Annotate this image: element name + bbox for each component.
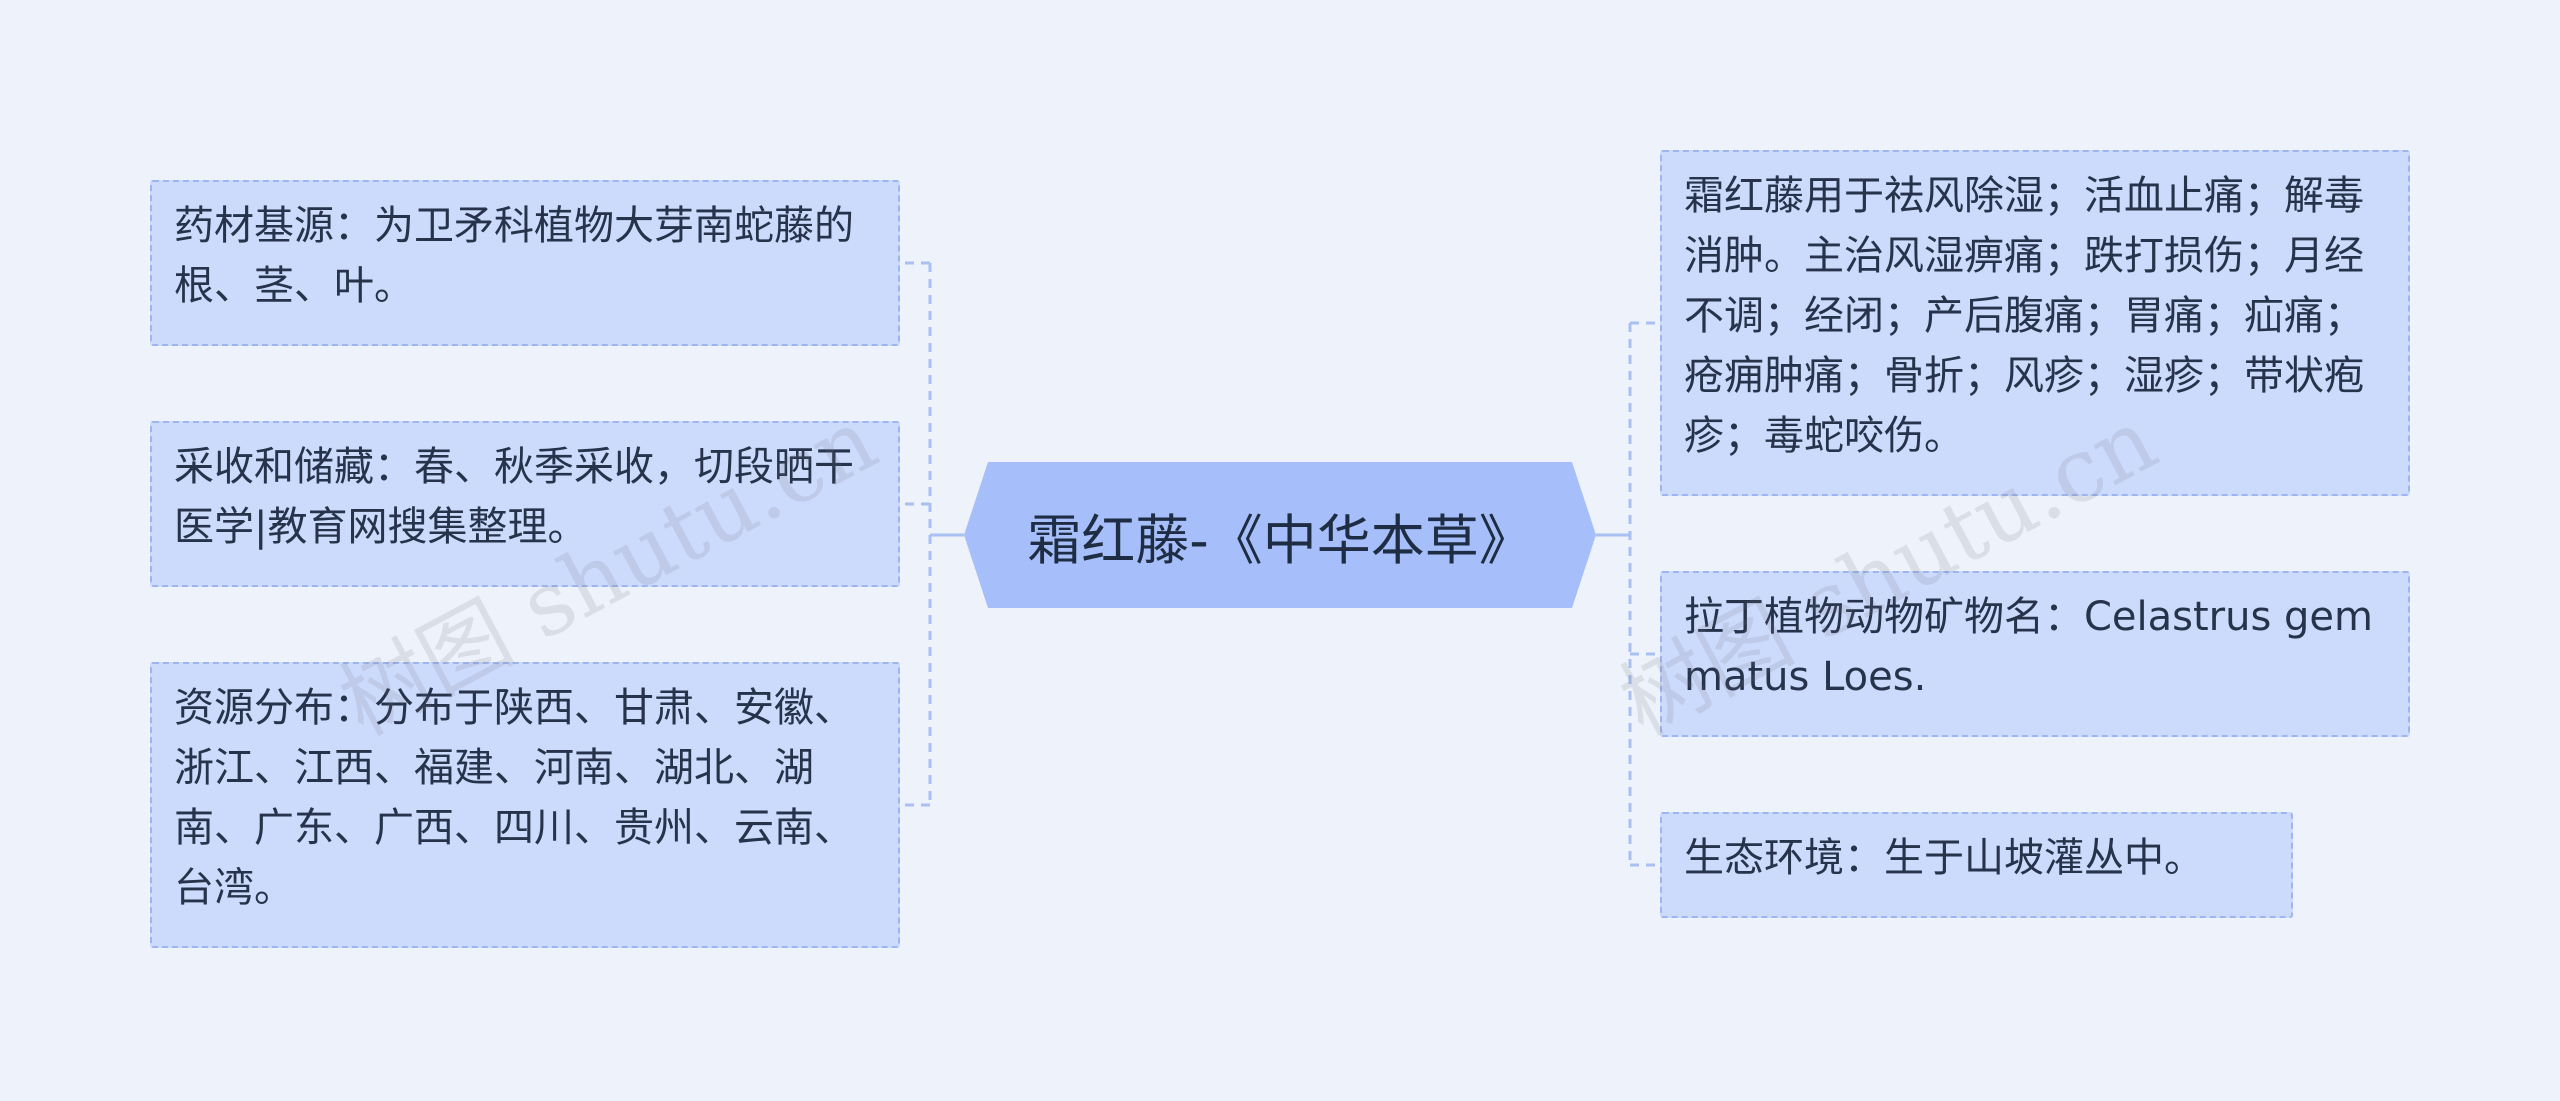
topic-resource-distribution[interactable]: 资源分布：分布于陕西、甘肃、安徽、浙江、江西、福建、河南、湖北、湖南、广东、广西… — [150, 662, 900, 948]
topic-harvest-storage[interactable]: 采收和储藏：春、秋季采收，切段晒干医学|教育网搜集整理。 — [150, 421, 900, 587]
topic-functions-indications[interactable]: 霜红藤用于祛风除湿；活血止痛；解毒消肿。主治风湿痹痛；跌打损伤；月经不调；经闭；… — [1660, 150, 2410, 496]
topic-medicinal-source[interactable]: 药材基源：为卫矛科植物大芽南蛇藤的根、茎、叶。 — [150, 180, 900, 346]
topic-latin-name[interactable]: 拉丁植物动物矿物名：Celastrus gemmatus Loes. — [1660, 571, 2410, 737]
central-topic-label: 霜红藤-《中华本草》 — [1027, 508, 1533, 572]
topic-habitat[interactable]: 生态环境：生于山坡灌丛中。 — [1660, 812, 2293, 918]
central-topic[interactable]: 霜红藤-《中华本草》 — [964, 462, 1596, 608]
